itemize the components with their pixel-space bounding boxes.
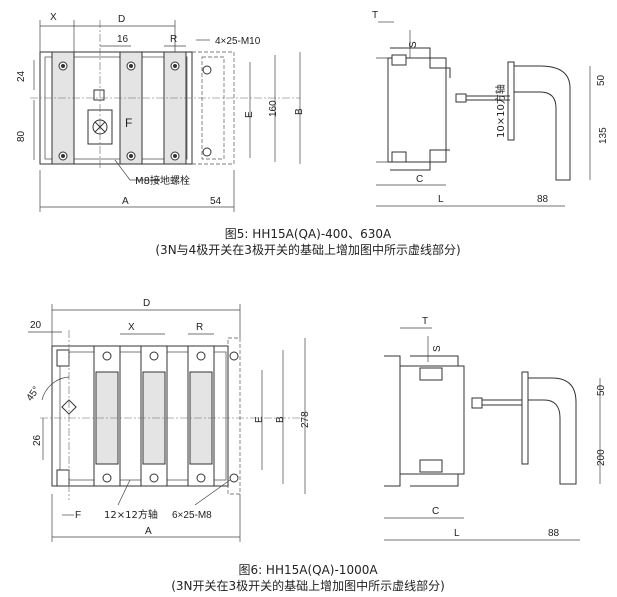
fig5-label-135: 135 [598,127,609,144]
fig6-dimensions [28,304,306,542]
fig5-label-16: 16 [117,34,129,45]
fig5-side-labels: T S 10×10方轴 C L 88 50 135 [372,10,609,205]
fig6-label-C: C [432,506,439,517]
fig5-dashed-extension [191,51,235,165]
fig6-caption-title: 图6: HH15A(QA)-1000A [238,563,378,577]
fig6-label-88: 88 [548,528,560,539]
fig6-caption-note: (3N开关在3极开关的基础上增加图中所示虚线部分) [171,578,445,593]
fig6-label-shaft: 12×12方轴 [104,508,158,521]
fig5-label-L: L [438,194,444,205]
fig6-label-holes: 6×25-M8 [172,510,212,521]
fig5-side-view [376,47,571,181]
fig5-label-88: 88 [537,194,549,205]
fig6-dashed-extension [227,337,241,495]
fig6-label-200: 200 [596,449,607,466]
fig5-dimension-labels: X D 16 R 4×25-M10 24 80 E 160 B F M8接地螺栓… [16,12,305,207]
fig6-label-20: 20 [30,320,42,331]
fig5-label-D: D [118,14,125,25]
fig5-label-X: X [50,12,57,23]
fig5-label-54: 54 [210,196,222,207]
fig5-label-B: B [294,108,305,115]
fig5-label-24: 24 [16,70,27,82]
fig6-side-body [399,365,465,475]
fig5-caption-title: 图5: HH15A(QA)-400、630A [225,227,392,241]
fig5-caption-note: (3N与4极开关在3极开关的基础上增加图中所示虚线部分) [155,242,460,257]
fig6-label-A: A [145,526,152,537]
fig6-side-view [384,355,577,487]
fig6-label-E: E [254,416,265,423]
fig6-label-45: 45° [25,385,43,404]
fig5-label-A: A [122,196,129,207]
fig6-front-view [40,330,300,500]
fig6-side-dimensions [384,327,601,541]
fig5-label-shaft: 10×10方轴 [494,84,507,138]
fig5-label-R: R [170,34,177,45]
fig5-pole-1 [51,51,75,165]
fig6-label-D: D [143,298,150,309]
fig5-handle [513,65,571,181]
fig5-pole-2 [119,51,143,165]
fig5-label-80: 80 [16,130,27,142]
fig5-side-dimensions [376,21,591,207]
fig5-side-body [387,57,447,163]
fig5-label-160: 160 [268,100,279,117]
fig5-label-F: F [125,116,132,130]
fig5-label-C: C [416,174,423,185]
fig5-dimensions [33,20,301,212]
fig5-label-50: 50 [596,74,607,86]
fig6-base-plate [51,345,229,487]
fig6-label-X: X [128,322,135,333]
fig6-label-F: F [75,510,81,521]
fig5-label-holes: 4×25-M10 [215,36,261,47]
fig5-label-S: S [408,41,419,48]
fig6-handle [527,377,577,485]
fig6-label-26: 26 [32,434,43,446]
fig6-label-50: 50 [596,384,607,396]
fig5-base-plate [39,51,193,165]
fig5-label-T: T [372,10,378,21]
fig6-side-labels: T S C L 88 50 200 [422,316,607,539]
fig5-label-E: E [244,111,255,118]
fig5-label-ground: M8接地螺栓 [135,174,190,187]
fig6-label-L: L [454,528,460,539]
fig6-label-278: 278 [300,411,311,428]
fig6-dimension-labels: D 20 X R 45° 26 E B 278 F 12×12方轴 6×25-M… [25,298,311,537]
fig6-label-R: R [196,322,203,333]
fig6-label-S: S [432,345,443,352]
fig6-label-B: B [275,416,286,423]
fig6-label-T: T [422,316,428,327]
